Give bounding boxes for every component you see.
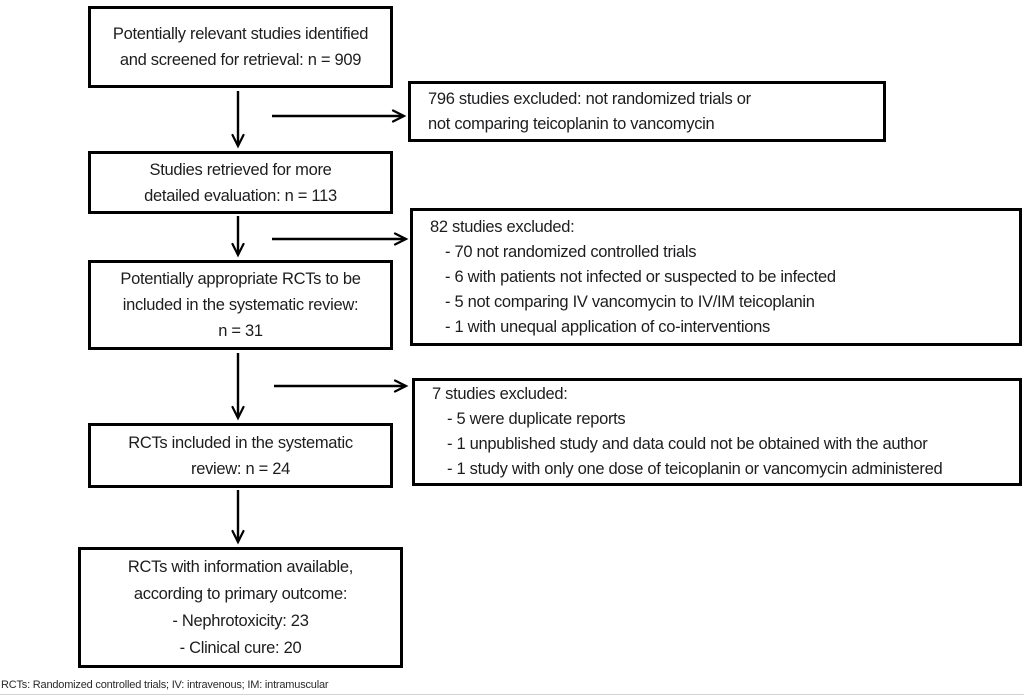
box-studies-retrieved: Studies retrieved for more detailed eval… <box>88 151 393 214</box>
box-primary-outcome: RCTs with information available, accordi… <box>78 547 403 668</box>
exclusion-box-3: 7 studies excluded: - 5 were duplicate r… <box>412 378 1022 486</box>
box-text-line: review: n = 24 <box>191 459 290 478</box>
box-studies-identified: Potentially relevant studies identified … <box>88 6 393 88</box>
box-text-line: - Clinical cure: 20 <box>179 638 302 657</box>
exclusion-item: - 1 unpublished study and data could not… <box>447 435 928 453</box>
exclusion-text-line: not comparing teicoplanin to vancomycin <box>428 114 715 133</box>
exclusion-item: - 5 not comparing IV vancomycin to IV/IM… <box>445 292 815 311</box>
exclusion-item: - 1 study with only one dose of teicopla… <box>447 460 943 478</box>
exclusion-text-line: 796 studies excluded: not randomized tri… <box>428 89 751 108</box>
box-text-line: n = 31 <box>218 322 263 340</box>
exclusion-item: - 70 not randomized controlled trials <box>445 242 697 261</box>
box-text-line: Studies retrieved for more <box>149 160 332 179</box>
box-text-line: according to primary outcome: <box>133 584 348 603</box>
box-text-line: and screened for retrieval: n = 909 <box>119 51 362 69</box>
box-text-line: Potentially relevant studies identified <box>112 25 369 43</box>
bottom-divider <box>0 694 1024 695</box>
box-text-line: - Nephrotoxicity: 23 <box>172 611 309 630</box>
exclusion-title: 82 studies excluded: <box>430 217 575 236</box>
exclusion-title: 7 studies excluded: <box>432 385 568 403</box>
box-text-line: included in the systematic review: <box>122 296 359 314</box>
box-text-line: RCTs included in the systematic <box>128 433 353 452</box>
abbreviations-footnote: RCTs: Randomized controlled trials; IV: … <box>1 679 329 691</box>
exclusion-box-1: 796 studies excluded: not randomized tri… <box>408 81 886 142</box>
box-text-line: Potentially appropriate RCTs to be <box>120 270 361 288</box>
exclusion-box-2: 82 studies excluded: - 70 not randomized… <box>410 208 1022 346</box>
box-text-line: RCTs with information available, <box>127 557 354 576</box>
box-text-line: detailed evaluation: n = 113 <box>144 186 337 205</box>
box-appropriate-rcts: Potentially appropriate RCTs to be inclu… <box>88 260 393 350</box>
box-included-rcts: RCTs included in the systematic review: … <box>88 423 393 488</box>
exclusion-item: - 1 with unequal application of co-inter… <box>445 317 770 336</box>
exclusion-item: - 6 with patients not infected or suspec… <box>445 267 836 286</box>
exclusion-item: - 5 were duplicate reports <box>447 410 626 428</box>
